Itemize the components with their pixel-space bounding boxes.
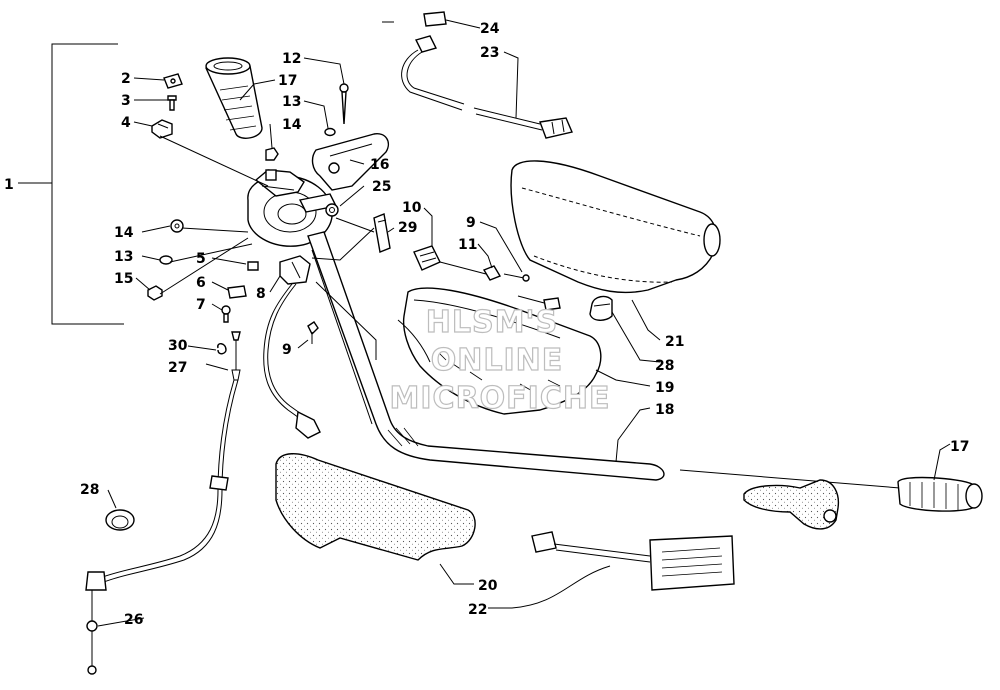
hand-guard (397, 287, 602, 415)
connector-10 (413, 245, 487, 275)
bolt-12 (339, 83, 349, 125)
callout-label: 7 (196, 297, 206, 313)
heater-harness-top (401, 11, 573, 139)
callout-label: 29 (398, 220, 417, 236)
screw-7 (221, 305, 231, 323)
callout-label: 10 (402, 200, 422, 216)
cable-clip (151, 119, 173, 139)
callout-label: 18 (655, 402, 674, 418)
clamp-28-lower (105, 509, 135, 531)
callout-label: 15 (114, 271, 133, 287)
callout-label: 27 (168, 360, 187, 376)
callouts: 1 2 3 4 5 6 7 8 9 9 10 11 12 13 13 14 14… (4, 21, 969, 628)
watermark-line-2: ONLINE (431, 343, 564, 378)
callout-label: 2 (121, 71, 131, 87)
callout-label: 16 (370, 157, 389, 173)
nut-25 (325, 203, 339, 217)
callout-label: 12 (282, 51, 301, 67)
grip-right (897, 476, 983, 512)
callout-label: 13 (114, 249, 133, 265)
throttle-block (279, 255, 311, 285)
callout-label: 11 (458, 237, 477, 253)
screw-9-lower (307, 321, 319, 344)
washer-13-upper (324, 127, 336, 137)
callout-label: 17 (950, 439, 969, 455)
bracket-29 (373, 213, 391, 253)
callout-label: 23 (480, 45, 499, 61)
callout-label: 9 (282, 342, 292, 358)
leader-lines (97, 19, 951, 627)
callout-label: 28 (80, 482, 99, 498)
callout-label: 24 (480, 21, 500, 37)
callout-label: 13 (282, 94, 301, 110)
switch-harness (263, 283, 321, 439)
grommet-11 (482, 265, 502, 281)
wire-lead (517, 295, 561, 311)
small-screw (167, 95, 177, 111)
clamp-28-upper (589, 295, 613, 321)
callout-label: 20 (478, 578, 498, 594)
right-control-block (743, 479, 840, 530)
handlebar-pad (275, 453, 476, 561)
heating-element (531, 531, 735, 591)
callout-label: 5 (196, 251, 206, 267)
assembly-bracket (18, 43, 124, 325)
callout-label: 17 (278, 73, 297, 89)
clip-30 (217, 343, 227, 355)
callout-label: 1 (4, 177, 14, 193)
grip-left (205, 57, 263, 139)
screw-5 (247, 261, 259, 271)
callout-label: 19 (655, 380, 674, 396)
grip-cover (510, 160, 721, 294)
throttle-housing (247, 169, 338, 247)
watermark-line-3: MICROFICHE (390, 381, 611, 416)
washer-stack-left (147, 219, 184, 301)
nut-14-upper (265, 147, 279, 161)
callout-label: 9 (466, 215, 476, 231)
callout-label: 3 (121, 93, 131, 109)
callout-label: 22 (468, 602, 487, 618)
callout-label: 14 (282, 117, 302, 133)
callout-label: 4 (121, 115, 131, 131)
callout-label: 28 (655, 358, 674, 374)
screw-9-upper (503, 273, 530, 282)
clamp-6 (227, 285, 247, 299)
callout-label: 21 (665, 334, 684, 350)
throttle-cable (85, 331, 241, 675)
screw-plate (163, 73, 183, 89)
callout-label: 8 (256, 286, 266, 302)
watermark-line-1: HLSM'S (426, 305, 558, 340)
callout-label: 25 (372, 179, 391, 195)
callout-label: 30 (168, 338, 188, 354)
watermark: HLSM'S ONLINE MICROFICHE (389, 304, 611, 416)
callout-label: 26 (124, 612, 143, 628)
callout-label: 14 (114, 225, 134, 241)
handlebar (307, 231, 901, 489)
throttle-lever (311, 133, 390, 191)
callout-label: 6 (196, 275, 206, 291)
